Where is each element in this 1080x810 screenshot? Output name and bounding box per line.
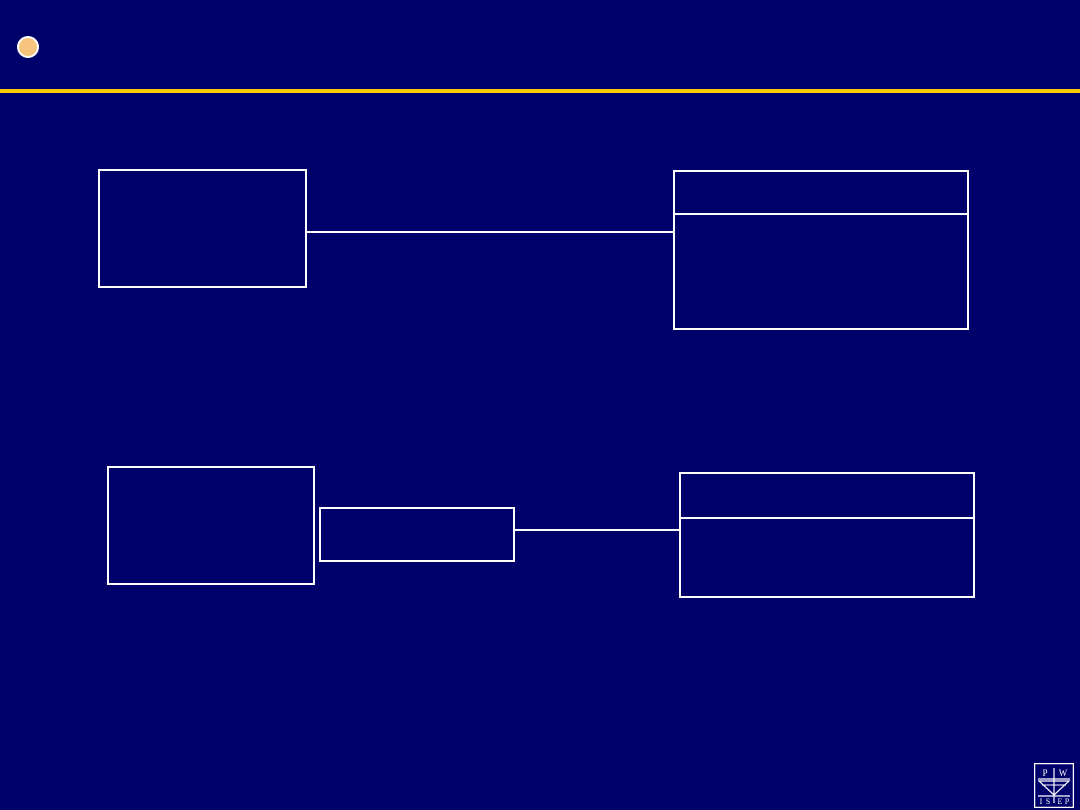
diagram-node-4-label bbox=[321, 509, 513, 517]
slide-title-area bbox=[0, 0, 1080, 89]
diagram-node-5[interactable] bbox=[679, 472, 975, 598]
logo-letter-e: E bbox=[1058, 797, 1063, 806]
diagram-node-1[interactable] bbox=[98, 169, 307, 288]
diagram-node-2[interactable] bbox=[673, 170, 969, 330]
logo-letter-p: P bbox=[1042, 768, 1047, 778]
title-divider-rule bbox=[0, 89, 1080, 93]
logo-letter-p2: P bbox=[1065, 797, 1070, 806]
diagram-connector-1 bbox=[307, 231, 674, 233]
diagram-node-5-body bbox=[681, 519, 973, 596]
filled-circle-bullet-icon bbox=[19, 38, 37, 56]
diagram-node-4[interactable] bbox=[319, 507, 515, 562]
diagram-node-3[interactable] bbox=[107, 466, 315, 585]
diagram-node-2-header bbox=[675, 172, 967, 215]
logo-letter-w: W bbox=[1059, 768, 1068, 778]
logo-letter-s: S bbox=[1046, 797, 1050, 806]
diagram-node-3-label bbox=[109, 468, 313, 476]
diagram-node-2-body bbox=[675, 215, 967, 328]
diagram-connector-2 bbox=[513, 529, 680, 531]
diagram-node-5-header bbox=[681, 474, 973, 519]
logo-letter-i: I bbox=[1040, 797, 1043, 806]
pw-isep-logo: P W I S E P bbox=[1034, 763, 1074, 808]
pw-isep-logo-icon: P W I S E P bbox=[1034, 763, 1074, 808]
diagram-node-1-label bbox=[100, 171, 305, 179]
